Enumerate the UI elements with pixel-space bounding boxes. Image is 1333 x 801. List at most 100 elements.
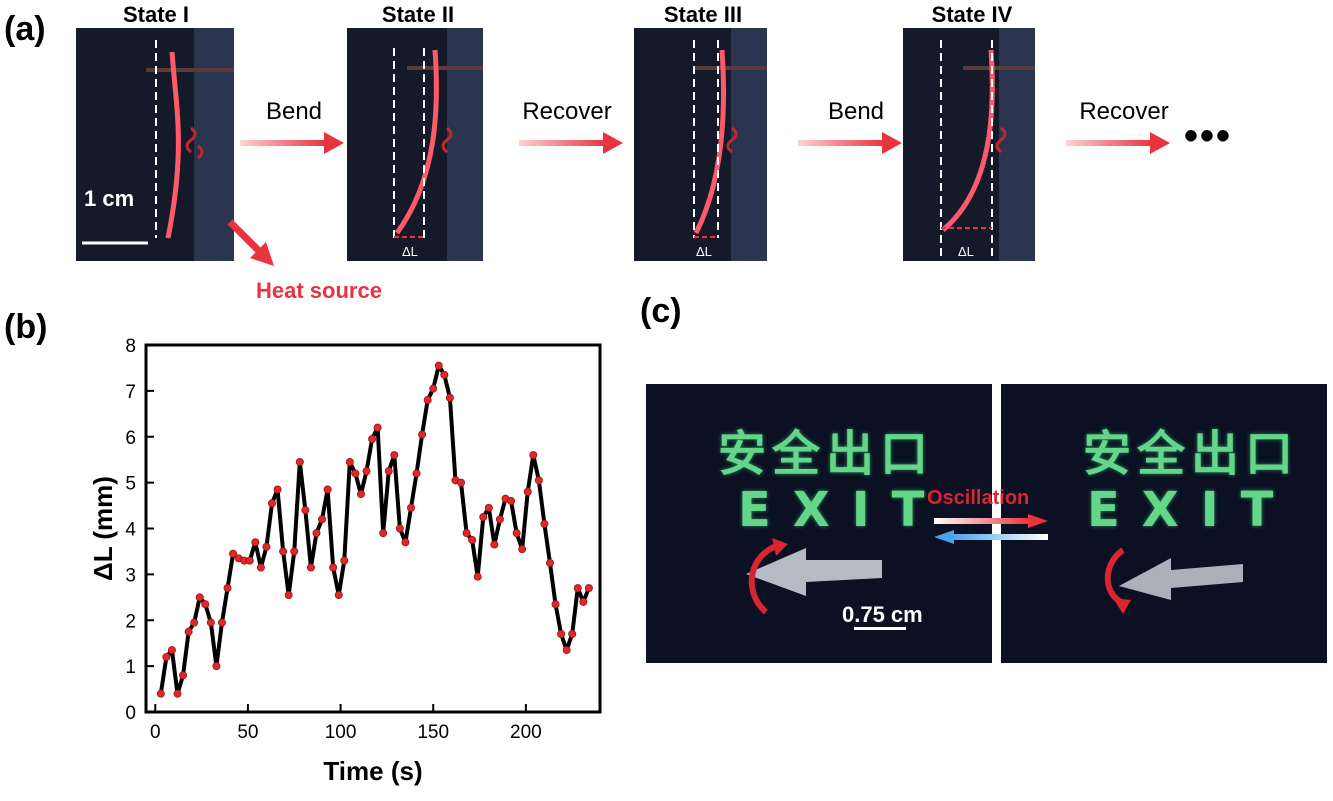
heat-source-label: Heat source: [256, 278, 382, 303]
data-point: [518, 545, 527, 554]
data-point: [412, 469, 421, 478]
data-point: [201, 600, 210, 609]
arrow-actuator-icon: [1104, 547, 1243, 614]
data-point: [206, 618, 215, 627]
series-line: [158, 363, 591, 696]
state-photo-2: [347, 28, 483, 261]
y-tick-label: 4: [125, 520, 136, 541]
state-title-1: State I: [122, 2, 190, 27]
state-photo-4: [903, 28, 1035, 261]
state-photo-3: [634, 28, 767, 261]
data-point: [190, 618, 199, 627]
data-point: [523, 487, 532, 496]
data-point: [223, 584, 232, 593]
data-point: [540, 519, 549, 528]
data-point: [345, 457, 354, 466]
data-point: [306, 563, 315, 572]
data-point: [245, 556, 254, 565]
data-point: [334, 591, 343, 600]
data-point: [551, 600, 560, 609]
data-point: [295, 457, 304, 466]
data-point: [290, 547, 299, 556]
x-tick-label: 100: [325, 722, 357, 743]
data-point: [562, 646, 571, 655]
x-tick-label: 50: [237, 722, 258, 743]
data-point: [323, 485, 332, 494]
panel-label-a: (a): [4, 10, 46, 48]
data-point: [262, 542, 271, 551]
data-point: [507, 496, 516, 505]
panel-label-b: (b): [4, 308, 48, 346]
data-point: [356, 490, 365, 499]
step-label-recover-1: Recover: [522, 98, 612, 125]
right-arrow-icon: [798, 132, 902, 154]
y-tick-label: 1: [125, 657, 136, 678]
data-point: [284, 591, 293, 600]
data-point: [479, 513, 488, 522]
data-point: [457, 478, 466, 487]
data-point: [445, 393, 454, 402]
data-point: [529, 451, 538, 460]
data-point: [573, 584, 582, 593]
x-axis-title: Time (s): [323, 756, 422, 786]
data-point: [401, 538, 410, 547]
scale-bar-line: [854, 627, 906, 630]
scale-bar-label: 1 cm: [84, 186, 135, 211]
data-point: [312, 529, 321, 538]
data-point: [429, 384, 438, 393]
delta-label-2: ΔL: [402, 244, 418, 259]
y-tick-label: 8: [125, 336, 136, 357]
oscillation-arrows-icon: [934, 514, 1048, 544]
exit-sign-english: EXIT: [1087, 482, 1296, 538]
data-point: [484, 503, 493, 512]
data-point: [351, 469, 360, 478]
data-point: [301, 506, 310, 515]
state-title-2: State II: [381, 2, 455, 27]
step-label-bend-2: Bend: [827, 98, 885, 125]
step-label-recover-2: Recover: [1079, 98, 1169, 125]
data-point: [162, 652, 171, 661]
state-photo-1: [76, 28, 234, 261]
data-point: [167, 646, 176, 655]
data-point: [584, 584, 593, 593]
right-arrow-icon: [1066, 132, 1170, 154]
data-point: [557, 630, 566, 639]
delta-label-4: ΔL: [958, 244, 974, 259]
data-point: [462, 529, 471, 538]
x-tick-label: 0: [150, 722, 161, 743]
data-point: [195, 593, 204, 602]
data-point: [384, 467, 393, 476]
data-point: [318, 515, 327, 524]
data-point: [579, 597, 588, 606]
data-point: [179, 671, 188, 680]
data-point: [568, 630, 577, 639]
delta-label-3: ΔL: [696, 244, 712, 259]
state-title-3: State III: [663, 2, 743, 27]
x-tick-label: 200: [510, 722, 542, 743]
panel-label-c: (c): [640, 292, 682, 330]
right-arrow-icon: [519, 132, 623, 154]
data-point: [440, 370, 449, 379]
data-point: [329, 563, 338, 572]
data-point: [490, 540, 499, 549]
heat-source-arrow-icon: [227, 219, 274, 266]
data-point: [340, 556, 349, 565]
data-point: [229, 549, 238, 558]
exit-sign-english: EXIT: [738, 482, 947, 538]
data-point: [473, 572, 482, 581]
y-tick-label: 7: [125, 382, 136, 403]
data-point: [495, 515, 504, 524]
data-point: [184, 627, 193, 636]
y-tick-label: 0: [125, 703, 136, 724]
data-point: [406, 503, 415, 512]
data-point: [362, 467, 371, 476]
y-tick-label: 2: [125, 611, 136, 632]
data-point: [273, 485, 282, 494]
data-point: [251, 538, 260, 547]
step-label-bend-1: Bend: [265, 98, 323, 125]
right-arrow-icon: [240, 132, 344, 154]
data-point: [256, 563, 265, 572]
data-point: [217, 618, 226, 627]
state-title-4: State IV: [931, 2, 1013, 27]
